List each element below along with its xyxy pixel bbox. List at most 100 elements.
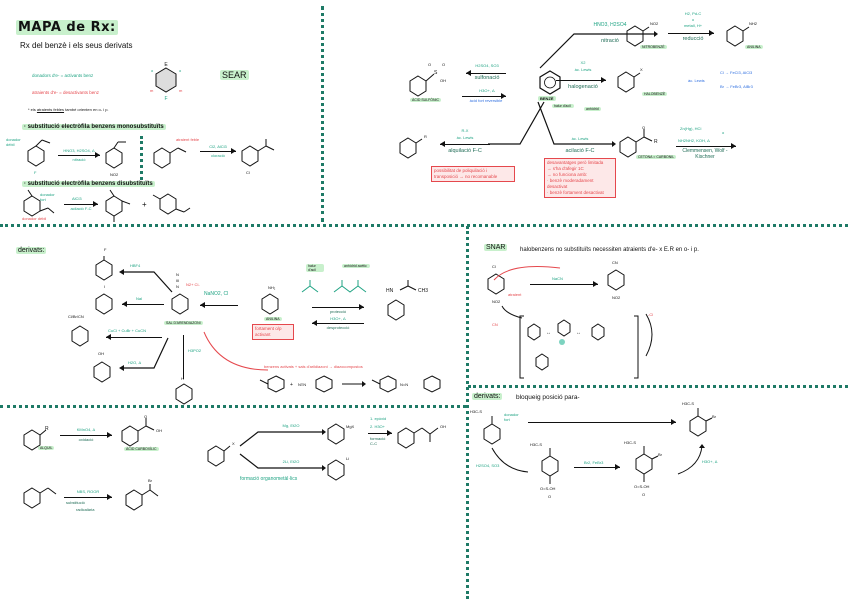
aniline-nh2-group: NH₂ (268, 285, 276, 290)
nitration-arrow (58, 152, 100, 158)
blocking-step1-curve (491, 447, 529, 473)
disubst-product-1 (105, 189, 131, 222)
monosubst-inner-divider (140, 136, 143, 180)
iodobenzene-structure (95, 293, 113, 315)
lithium-reagent: 2Li, Et2O (282, 459, 300, 464)
sulfonation-type: sulfonació (474, 75, 500, 81)
svg-text:N: N (176, 272, 179, 277)
nitro-product-structure (105, 141, 126, 169)
halogenation-reagent-1: X2 (580, 60, 586, 65)
acylation-warning: desavantatges però limitada → s'ha d'afe… (544, 158, 616, 198)
hydroxylation-reagent: H2O, Δ (128, 360, 142, 365)
monosubst-reagent: HNO3, H2SO4, Δ (63, 148, 95, 153)
nitrosation-reagent: NaNO2, Cl (204, 291, 229, 297)
blocking-heading: derivats: (472, 393, 503, 400)
fluorination-reagent: HBF4 (130, 263, 141, 268)
acceptors-note: atraients d'e- = desactivants benz (32, 90, 100, 95)
hydrogen-group: H (181, 376, 184, 381)
monosubst-type: nitració (72, 157, 86, 162)
organometallic-branch-lines (239, 429, 326, 471)
sandmeyer-reagent: CuCl + CuBr + CuCN (108, 328, 147, 333)
svg-text:O: O (548, 494, 551, 499)
hydroxylation-path (119, 337, 169, 371)
alkylation-branch-line (488, 101, 545, 145)
sulfonic-acid-label: ÀCID SULFÒNIC (410, 98, 442, 102)
protection-arrow (312, 304, 364, 310)
nitrosation-arrow (200, 302, 238, 308)
svg-text:o: o (151, 68, 154, 73)
desulfonation-arrow (462, 93, 506, 99)
donors-note: donadors d'e- = activants benz (32, 73, 94, 78)
aniline-label: ANILINA (745, 45, 763, 49)
chlorination-type: cloració (211, 153, 225, 158)
weak-acceptors-note: * els atraients febles també orienten en… (28, 107, 109, 112)
blocking-brominated-structure: H3C-S Br O=S-OH O (624, 440, 663, 497)
svg-text:o: o (179, 68, 182, 73)
svg-text:H3C-S: H3C-S (530, 442, 542, 447)
snar-label: SNAR (484, 244, 508, 251)
iodination-arrow (122, 301, 164, 307)
halogenation-type: halogenació (568, 84, 598, 90)
blocking-product-structure (689, 408, 713, 437)
deprotection-arrow (312, 320, 364, 326)
donor-strong-note: donador fort (40, 192, 55, 202)
bromination-type-2: radicalària (76, 507, 95, 512)
blocking-product-group-2: Br (712, 414, 716, 419)
snar-nucleophile-curve (493, 266, 561, 281)
sandmeyer-groups: Cl/Br/CN (68, 314, 84, 319)
chloro-group-label: Cl (246, 170, 250, 175)
acylating-agents-structures (301, 280, 367, 293)
alkylation-type: alquilació F-C (448, 148, 482, 154)
svg-text:O: O (642, 492, 645, 497)
carbonyl-reduction-arrow (676, 143, 736, 149)
grignard-reagent: Mg, Et2O (282, 423, 300, 428)
carbonyl-reduction-type: Clemmensen, Wolf - Kischner (682, 148, 728, 160)
nitro-group-label: NO2 (110, 172, 119, 177)
nitro-group: NO2 (650, 21, 659, 26)
reduction-reagent-or: o (691, 17, 695, 22)
svg-text:O=S-OH: O=S-OH (540, 486, 556, 491)
divider-vertical-bottom (466, 226, 469, 599)
acylation-type: acilació F-C (565, 148, 595, 154)
svg-text:E: E (164, 62, 168, 68)
oxidation-type: oxidació (78, 437, 94, 442)
reduction-type: reducció (682, 36, 704, 42)
aniline-activating-note: fortament o/p activant (252, 324, 294, 340)
iodo-group: I (104, 284, 106, 289)
svg-text:m: m (150, 88, 154, 93)
attractor-note: atraient feble (176, 137, 200, 142)
divider-horizontal-bottom-left (0, 405, 466, 408)
page-subtitle: Rx del benzè i els seus derivats (20, 41, 133, 50)
alcohol-group: OH (440, 424, 446, 429)
svg-text:CH3: CH3 (418, 288, 428, 294)
amide-structure (153, 147, 187, 169)
alkylation-reagent-1: R-X (461, 128, 469, 133)
svg-text:F: F (34, 170, 37, 175)
toluene-derivative-structure: F (27, 139, 51, 175)
snar-start-cl: Cl (492, 264, 496, 269)
deamination-arrow (183, 335, 184, 379)
snar-product-no2: NO2 (612, 295, 621, 300)
blocking-description: bloqueig posició para- (516, 394, 580, 401)
snar-nucleophile: CN (492, 322, 498, 327)
alcohol-product-structure (397, 427, 439, 449)
lewis-acid-label: àc. Lewis (688, 78, 705, 83)
epoxide-step-2: 2. H3O+ (370, 424, 386, 429)
desulfonation-note: àcid fort reversible (469, 98, 503, 103)
reduction-arrow (668, 30, 714, 36)
blocking-start-structure (483, 416, 501, 445)
disubst-plus: + (142, 200, 147, 209)
svg-text:N=N: N=N (400, 382, 408, 387)
blocking-step1-reagent: H2SO4, SO3 (476, 463, 500, 468)
nitrobenzene-label: NITROBENZÈ (640, 45, 667, 49)
disubst-type: acilació F-C (70, 206, 92, 211)
svg-text:O=S-OH: O=S-OH (634, 484, 650, 489)
fluorination-path (119, 269, 173, 293)
acyl-halide-label: halur d'acil (552, 104, 574, 108)
chlorination-reagent: Cl2, AlCl3 (209, 144, 227, 149)
epoxide-arrow (368, 430, 392, 436)
alkylbenzene-structure (399, 137, 423, 159)
snar-description: halobenzens no substituïts necessiten at… (520, 247, 699, 253)
svg-text:O: O (442, 62, 445, 67)
svg-text:HN: HN (386, 288, 394, 294)
